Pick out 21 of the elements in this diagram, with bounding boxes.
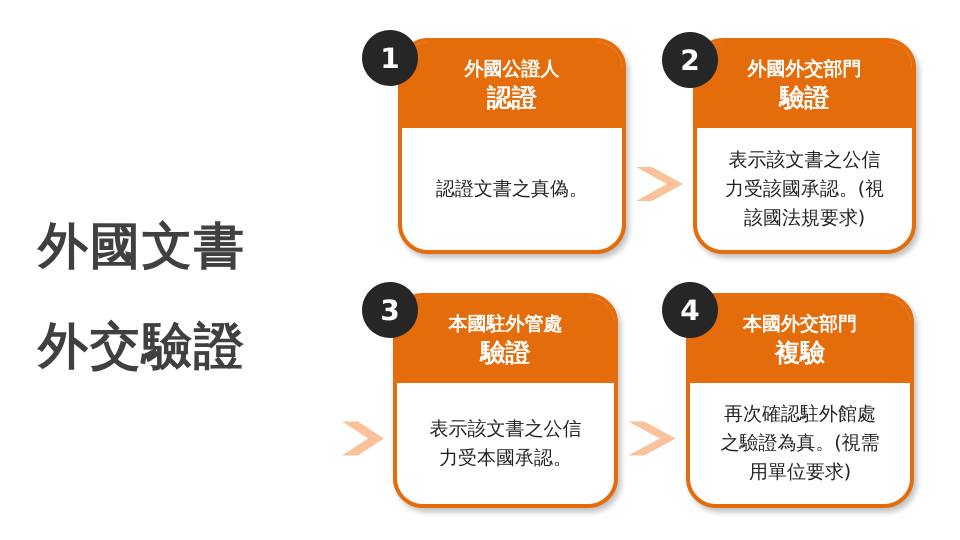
step-number-circle: 2 — [662, 32, 718, 88]
header-subtitle: 本國駐外管處 — [448, 312, 562, 337]
header-title: 認證 — [487, 82, 537, 114]
header-subtitle: 外國公證人 — [464, 57, 560, 82]
step-number-circle: 4 — [662, 282, 718, 338]
header-title: 驗證 — [780, 82, 830, 114]
step-card — [398, 38, 626, 254]
card-description: 認證文書之真偽。 — [435, 176, 589, 202]
card-description: 表示該文書之公信力受該國承認。(視該國法規要求) — [724, 148, 886, 230]
chevron-arrow — [636, 167, 683, 201]
header-subtitle: 本國外交部門 — [743, 312, 857, 337]
step-number-circle: 1 — [362, 30, 418, 86]
chevron-arrow — [628, 422, 676, 456]
header-title: 驗證 — [480, 337, 530, 369]
card-description: 再次確認駐外館處之驗證為真。(視需用單位要求) — [719, 402, 881, 485]
chevron-arrow — [342, 422, 384, 456]
step-number-circle: 3 — [362, 282, 418, 338]
page-title: 外國文書外交驗證 — [38, 216, 247, 377]
header-title: 複驗 — [775, 337, 825, 369]
header-subtitle: 外國外交部門 — [748, 57, 862, 82]
card-description: 表示該文書之公信力受本國承認。 — [428, 416, 582, 470]
